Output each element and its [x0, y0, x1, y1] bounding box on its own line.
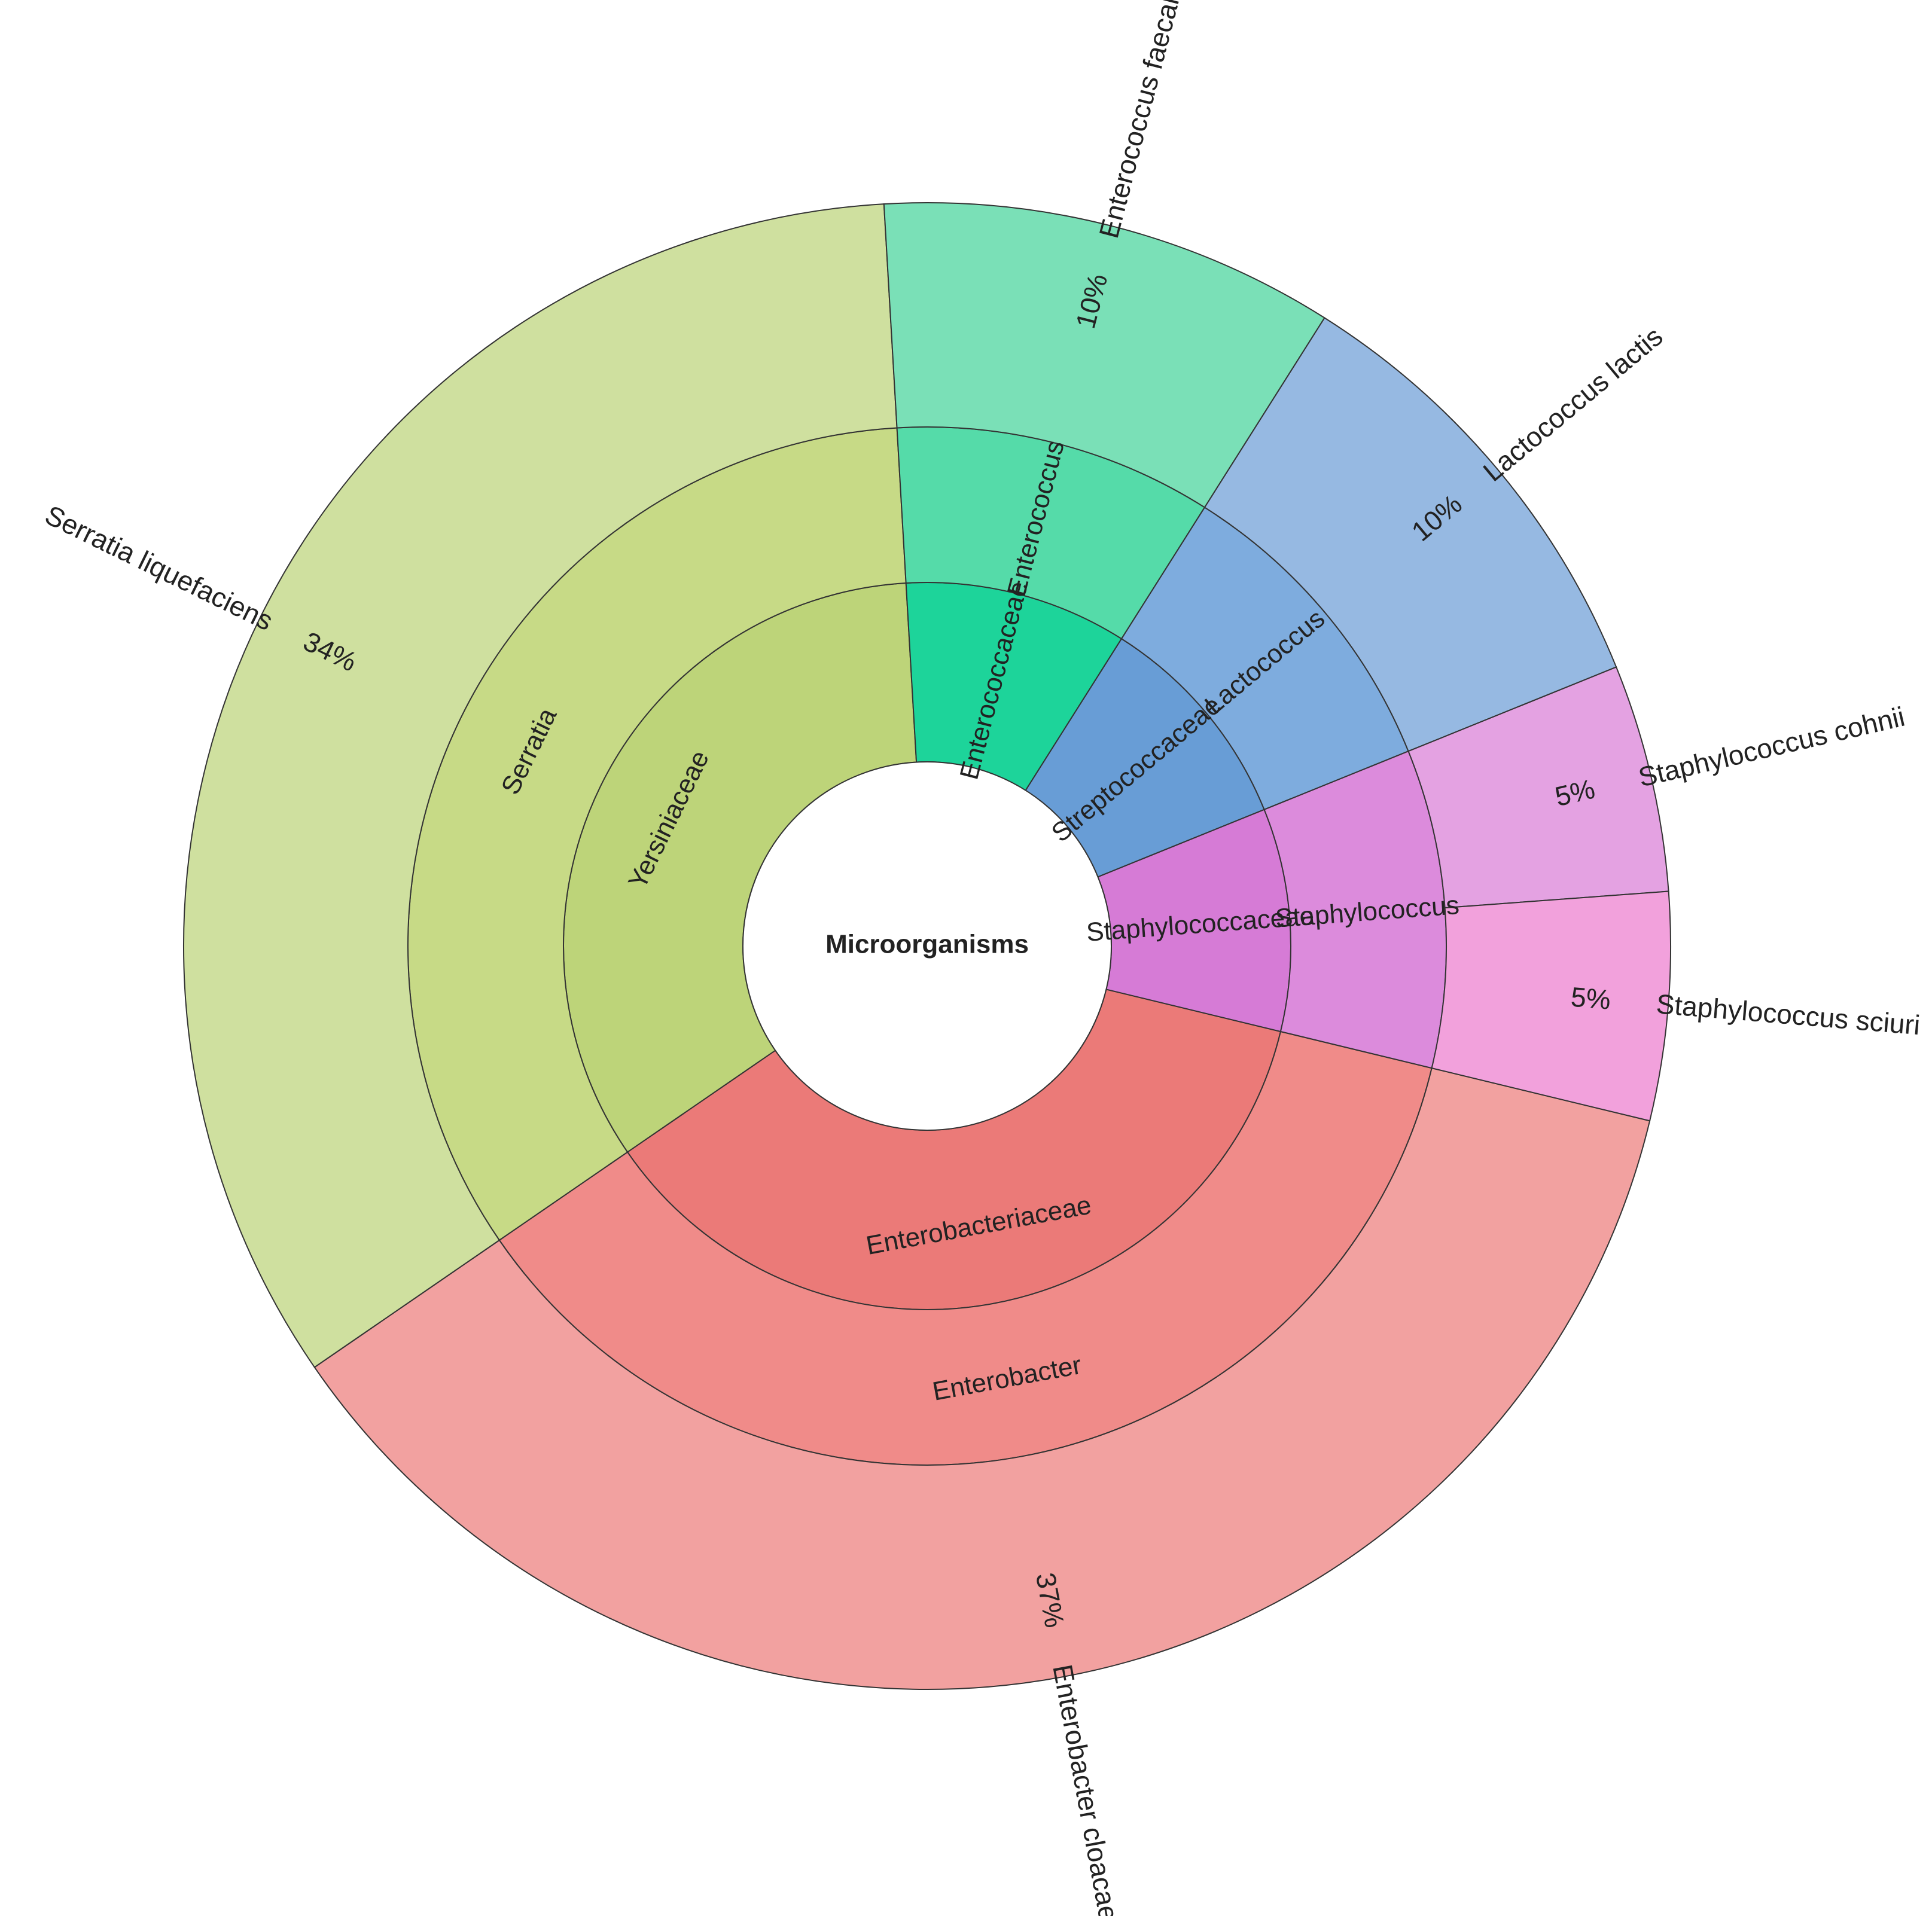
species-label-staphylococcus-sciuri: Staphylococcus sciuri [1655, 988, 1921, 1041]
center-label: Microorganisms [825, 930, 1029, 959]
species-label-enterobacter-cloacae: Enterobacter cloacae [1047, 1662, 1125, 1916]
species-label-lactococcus-lactis: Lactococcus lactis [1477, 321, 1669, 487]
species-label-enterococcus-faecalis: Enterococcus faecalis [1093, 0, 1190, 241]
species-label-staphylococcus-cohnii: Staphylococcus cohnii [1635, 701, 1907, 793]
species-percent-staphylococcus-sciuri: 5% [1570, 981, 1612, 1015]
species-wedge-lactococcus-lactis[interactable] [1203, 317, 1617, 752]
species-wedge-enterococcus-faecalis[interactable] [883, 202, 1325, 508]
species-wedge-serratia-liquefaciens[interactable] [183, 203, 898, 1368]
species-wedge-enterobacter-cloacae[interactable] [313, 1067, 1651, 1690]
chart-wedges [183, 202, 1671, 1690]
species-wedge-staphylococcus-sciuri[interactable] [1431, 890, 1671, 1122]
species-label-serratia-liquefaciens: Serratia liquefaciens [40, 499, 278, 636]
center-circle [742, 761, 1112, 1131]
